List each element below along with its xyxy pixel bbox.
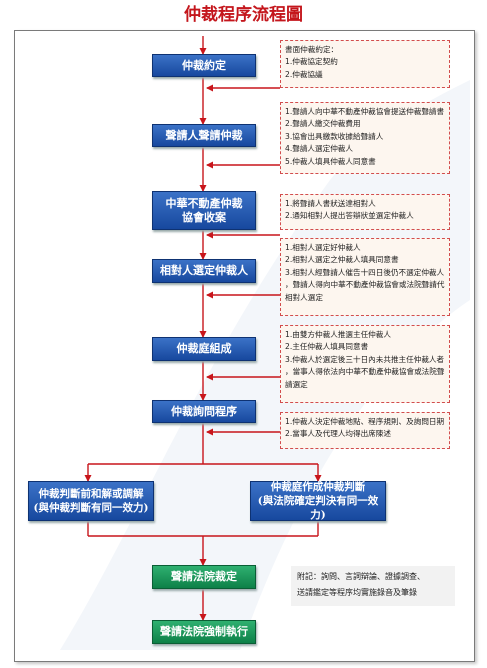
note-tribunal: 1.由雙方仲裁人推選主任仲裁人 2.主任仲裁人填具同意書 3.仲裁人於選定後三十… [280, 325, 450, 403]
note-line: 1.由雙方仲裁人推選主任仲裁人 [285, 330, 391, 339]
note-line: 1.相對人選定好仲裁人 [285, 243, 361, 252]
step-mediation-label-line2: (與仲裁判斷有同一效力) [33, 502, 149, 514]
step-apply: 聲請人聲請仲裁 [152, 124, 256, 147]
step-agreement: 仲裁約定 [152, 54, 256, 77]
note-line: ，當事人得依法向中華不動產仲裁協會或法院聲 [285, 367, 445, 377]
note-line: 3.相對人經聲請人催告十四日後仍不選定仲裁人 [285, 267, 445, 277]
step-agreement-label: 仲裁約定 [182, 58, 226, 72]
step-mediation: 仲裁判斷前和解或調解 (與仲裁判斷有同一效力) [28, 481, 154, 521]
step-award: 仲裁庭作成仲裁判斷 (與法院確定判決有同一效力) [250, 481, 386, 521]
step-enforcement: 聲請法院強制執行 [152, 620, 256, 644]
step-court-ruling-label: 聲請法院裁定 [171, 570, 237, 583]
note-respondent: 1.相對人選定好仲裁人 2.相對人選定之仲裁人填具同意書 3.相對人經聲請人催告… [280, 238, 450, 316]
step-court-ruling: 聲請法院裁定 [152, 565, 256, 589]
note-line: 2.主任仲裁人填具同意書 [285, 342, 369, 352]
note-line: 3.仲裁人於選定後三十日內未共推主任仲裁人者 [285, 354, 445, 364]
step-respondent: 相對人選定仲裁人 [152, 259, 256, 283]
step-tribunal-label: 仲裁庭組成 [176, 342, 232, 355]
step-hearing: 仲裁詢問程序 [152, 400, 256, 423]
note-line: 5.仲裁人填具仲裁人同意書 [285, 156, 376, 166]
step-receive: 中華不動產仲裁 協會收案 [152, 191, 256, 230]
note-line: 2.聲請人繳交仲裁費用 [285, 119, 361, 129]
page-title: 仲裁程序流程圖 [184, 5, 303, 25]
step-enforcement-label: 聲請法院強制執行 [160, 625, 248, 638]
step-respondent-label: 相對人選定仲裁人 [160, 264, 248, 277]
note-line: 3.協會出具繳款收據給聲請人 [285, 131, 384, 141]
step-mediation-label-line1: 仲裁判斷前和解或調解 [38, 488, 144, 500]
note-line: 相對人選定 [285, 292, 323, 302]
step-receive-label-line2: 協會收案 [182, 210, 226, 224]
note-line: 請選定 [285, 379, 308, 389]
note-line: 1.仲裁協定契約 [285, 57, 338, 67]
note-line: 1.將聲請人書狀送達相對人 [285, 199, 376, 208]
step-tribunal: 仲裁庭組成 [152, 337, 256, 361]
note-receive: 1.將聲請人書狀送達相對人 2.通知相對人提出答辯狀並選定仲裁人 [280, 194, 450, 230]
note-line: 1.聲請人向中華不動產仲裁協會提送仲裁聲請書 [285, 107, 445, 116]
note-line: ，聲請人得向中華不動產仲裁協會或法院聲請代 [285, 280, 445, 290]
step-award-label-line1: 仲裁庭作成仲裁判斷 [270, 481, 366, 493]
note-hearing: 1.仲裁人決定仲裁地點、程序規則、及詢問日期 2.當事人及代理人均得出席陳述 [280, 412, 450, 449]
footnote-line: 附記：詢問、言詞辯論、證據調查、 [297, 572, 425, 581]
note-line: 書面仲裁約定： [285, 45, 339, 54]
note-apply: 1.聲請人向中華不動產仲裁協會提送仲裁聲請書 2.聲請人繳交仲裁費用 3.協會出… [280, 102, 450, 174]
note-agreement: 書面仲裁約定： 1.仲裁協定契約 2.仲裁協議 [280, 40, 450, 88]
step-apply-label: 聲請人聲請仲裁 [165, 128, 243, 142]
footnote: 附記：詢問、言詞辯論、證據調查、 送請鑑定等程序均實施錄音及筆錄 [291, 566, 455, 606]
step-award-label-line2: (與法院確定判決有同一效力) [257, 495, 379, 521]
step-receive-label-line1: 中華不動產仲裁 [165, 196, 243, 210]
note-line: 2.仲裁協議 [285, 69, 323, 79]
footnote-line: 送請鑑定等程序均實施錄音及筆錄 [297, 588, 417, 597]
note-line: 1.仲裁人決定仲裁地點、程序規則、及詢問日期 [285, 417, 445, 426]
note-line: 2.相對人選定之仲裁人填具同意書 [285, 255, 399, 265]
note-line: 2.通知相對人提出答辯狀並選定仲裁人 [285, 211, 414, 221]
note-line: 2.當事人及代理人均得出席陳述 [285, 429, 391, 439]
note-line: 4.聲請人選定仲裁人 [285, 144, 353, 154]
step-hearing-label: 仲裁詢問程序 [171, 404, 237, 418]
